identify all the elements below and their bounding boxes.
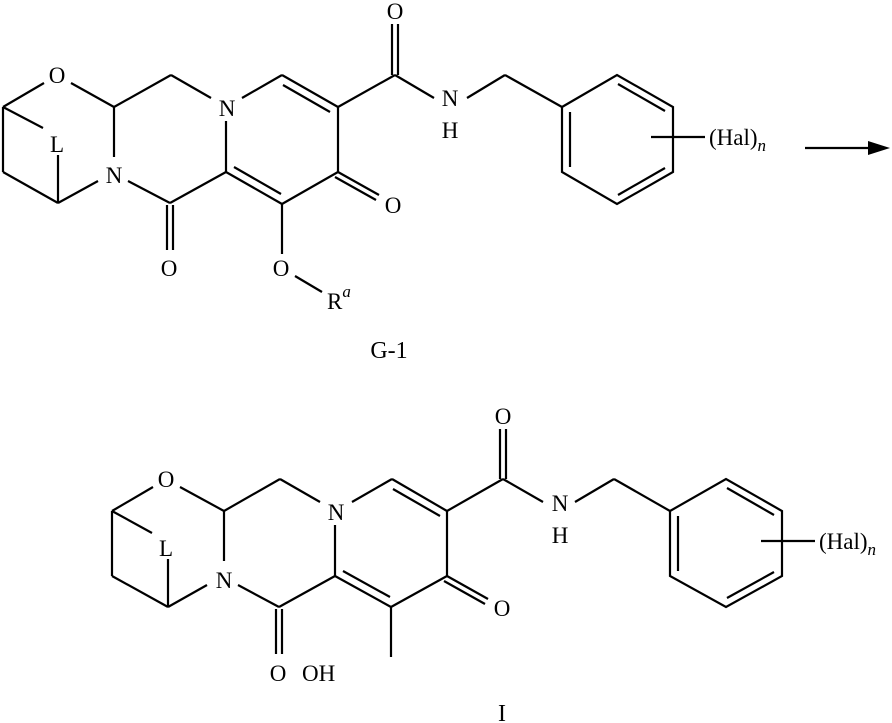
- atom-hydroxyl: OH: [302, 661, 335, 686]
- atom-amide-h: H: [442, 118, 459, 143]
- double-bond: [334, 176, 377, 201]
- bond: [179, 486, 225, 512]
- bond: [391, 478, 448, 512]
- bond: [351, 478, 393, 503]
- atom-keto-oxygen: O: [494, 596, 511, 621]
- atom-linker: L: [50, 132, 64, 157]
- bond: [281, 171, 339, 205]
- bond: [574, 478, 615, 503]
- bond: [167, 584, 208, 608]
- bond: [57, 180, 99, 204]
- bond: [169, 171, 227, 204]
- double-bond: [337, 171, 380, 196]
- atom-keto-oxygen: O: [385, 193, 402, 218]
- bond: [281, 74, 339, 108]
- bond: [613, 478, 671, 512]
- double-bond-inner: [617, 167, 666, 196]
- bond: [2, 82, 45, 108]
- atom-amide-oxygen: O: [495, 404, 512, 429]
- bond: [127, 180, 171, 204]
- bond: [111, 575, 169, 608]
- atom-bridge-nitrogen: N: [216, 568, 233, 593]
- compound-label-g1: G-1: [370, 338, 407, 364]
- atom-ether-oxygen: O: [273, 256, 290, 281]
- double-bond-inner: [726, 571, 775, 599]
- benzene-ring: [560, 73, 675, 206]
- atom-bridge-nitrogen: N: [106, 163, 123, 188]
- bond-to-linker: [2, 106, 44, 129]
- arrow-head-icon: [868, 141, 890, 155]
- halogen-group-label: (Hal)n: [819, 529, 876, 559]
- atom-pyridone-nitrogen: N: [328, 500, 345, 525]
- structure-i: O L N N O N H O O OH (Hal)n I: [110, 404, 876, 723]
- atom-amide-h: H: [552, 523, 569, 548]
- bond: [237, 584, 280, 608]
- atom-linker: L: [159, 536, 173, 561]
- bond: [502, 478, 544, 503]
- halogen-group-label: (Hal)n: [709, 125, 766, 155]
- atom-ring-oxygen: O: [49, 63, 66, 88]
- atom-amide-oxygen: O: [387, 0, 404, 24]
- bond: [504, 74, 563, 108]
- double-bond-inner: [392, 488, 441, 517]
- bond: [394, 74, 435, 99]
- bond: [337, 74, 396, 108]
- bond: [241, 74, 283, 99]
- compound-label-i: I: [498, 701, 506, 723]
- bond: [466, 74, 506, 99]
- bond: [2, 171, 59, 204]
- atom-lactam-oxygen: O: [161, 256, 178, 281]
- double-bond-inner: [342, 570, 391, 598]
- bond: [294, 275, 323, 293]
- bond: [113, 74, 172, 108]
- bond: [111, 486, 154, 512]
- bond: [446, 478, 504, 512]
- atom-pyridone-nitrogen: N: [219, 96, 236, 121]
- bond-to-linker: [111, 510, 153, 534]
- structure-g1: O L N N O N H O O O Ra (Hal)n G-1: [1, 0, 766, 364]
- reaction-arrow: [805, 141, 890, 155]
- atom-lactam-oxygen: O: [270, 661, 287, 686]
- bond: [278, 575, 336, 608]
- atom-ring-oxygen: O: [158, 467, 175, 492]
- bond: [223, 478, 281, 512]
- bond: [390, 575, 448, 608]
- bond: [334, 575, 392, 608]
- double-bond-inner: [726, 487, 775, 516]
- bond: [225, 171, 283, 205]
- double-bond: [446, 575, 489, 600]
- r-group-label: Ra: [327, 282, 351, 314]
- bond: [170, 74, 212, 99]
- bond: [279, 478, 321, 503]
- atom-amide-n: N: [442, 86, 459, 111]
- benzene-ring: [668, 477, 784, 609]
- double-bond-inner: [282, 84, 331, 113]
- bond: [70, 82, 115, 108]
- double-bond-inner: [233, 166, 282, 195]
- atom-amide-n: N: [552, 491, 569, 516]
- double-bond-inner: [617, 83, 666, 112]
- double-bond: [443, 580, 486, 605]
